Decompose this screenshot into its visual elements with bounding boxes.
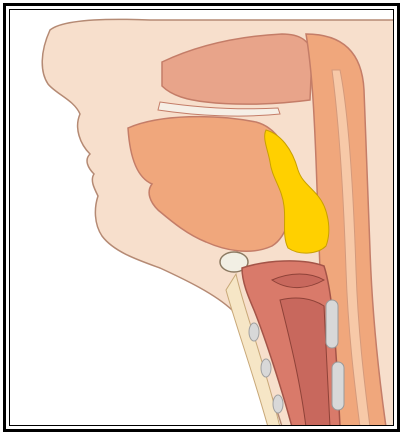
anatomy-illustration [10,10,394,426]
cartilage-ring [273,395,283,413]
cartilage-ring [261,359,271,377]
vertebra [332,362,344,410]
cartilage-ring [249,323,259,341]
vertebra [326,300,338,348]
illustration-panel [9,9,394,426]
